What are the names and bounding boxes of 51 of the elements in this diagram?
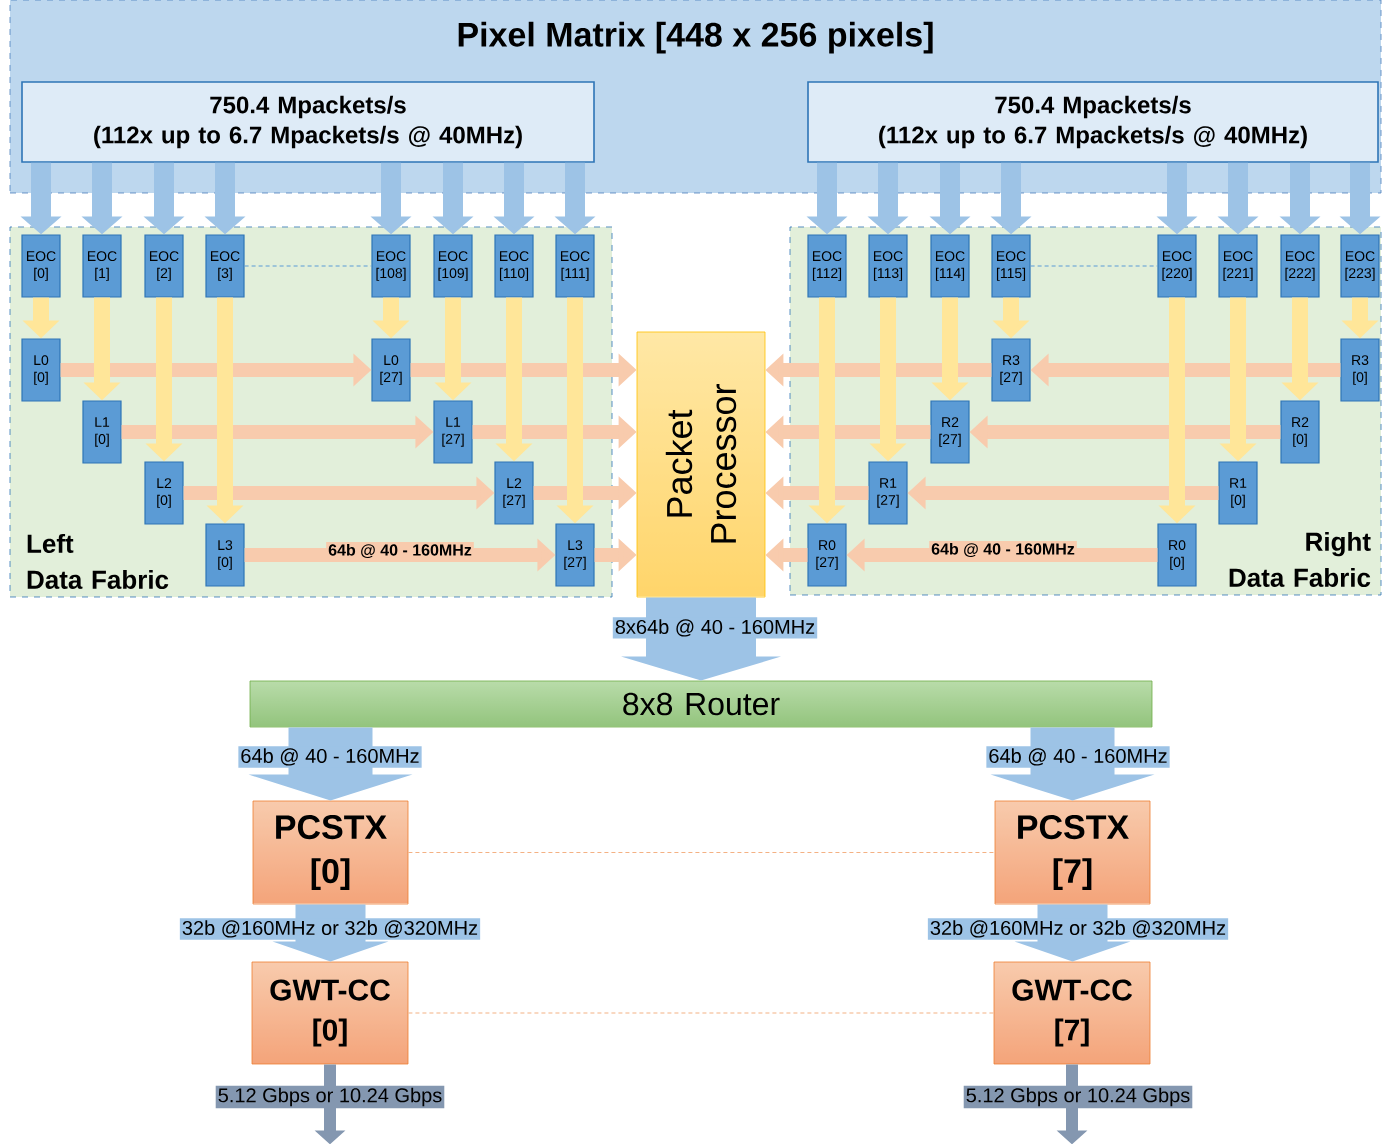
edge-label: 32b @160MHz or 32b @320MHz bbox=[179, 918, 481, 940]
block-box: EOC [223] bbox=[1340, 234, 1380, 298]
block-box: EOC [112] bbox=[807, 234, 847, 298]
block-box: R0 [0] bbox=[1157, 523, 1197, 587]
block-box: L3 [0] bbox=[205, 523, 245, 587]
serializer-box: GWT-CC [0] bbox=[251, 961, 409, 1065]
transmitter-box: PCSTX [0] bbox=[252, 800, 409, 905]
dashed-line bbox=[407, 852, 996, 853]
block-box: R3 [0] bbox=[1340, 338, 1380, 402]
block-box: EOC [1] bbox=[82, 234, 122, 298]
transmitter-box: PCSTX [7] bbox=[994, 800, 1151, 905]
block-box: EOC [222] bbox=[1280, 234, 1320, 298]
dashed-line bbox=[244, 265, 372, 267]
block-box: EOC [2] bbox=[144, 234, 184, 298]
processor-box: Packet Processor bbox=[636, 331, 766, 598]
block-box: EOC [110] bbox=[494, 234, 534, 298]
block-box: EOC [115] bbox=[991, 234, 1031, 298]
block-box: EOC [108] bbox=[371, 234, 411, 298]
edge-label: 8x64b @ 40 - 160MHz bbox=[612, 617, 818, 639]
block-box: EOC [109] bbox=[433, 234, 473, 298]
block-box: L1 [0] bbox=[82, 400, 122, 464]
block-box: L2 [0] bbox=[144, 461, 184, 525]
edge-label: 64b @ 40 - 160MHz bbox=[986, 746, 1170, 768]
block-box: L3 [27] bbox=[555, 523, 595, 587]
block-box: EOC [221] bbox=[1218, 234, 1258, 298]
dashed-line bbox=[407, 1012, 995, 1014]
block-box: EOC [114] bbox=[930, 234, 970, 298]
block-box: R0 [27] bbox=[807, 523, 847, 587]
edge-label: 32b @160MHz or 32b @320MHz bbox=[927, 918, 1229, 940]
block-box: L0 [0] bbox=[21, 338, 61, 402]
edge-label: 5.12 Gbps or 10.24 Gbps bbox=[963, 1085, 1193, 1109]
block-box: R1 [27] bbox=[868, 461, 908, 525]
router-bar: 8x8 Router bbox=[249, 680, 1153, 728]
block-box: R3 [27] bbox=[991, 338, 1031, 402]
rate-box: 750.4 Mpackets/s (112x up to 6.7 Mpackets/s @ 40MHz) bbox=[21, 81, 595, 163]
serializer-box: GWT-CC [7] bbox=[993, 961, 1151, 1065]
edge-label: 64b @ 40 - 160MHz bbox=[238, 746, 422, 768]
block-box: EOC [3] bbox=[205, 234, 245, 298]
block-box: L1 [27] bbox=[433, 400, 473, 464]
block-box: EOC [220] bbox=[1157, 234, 1197, 298]
edge-label: 5.12 Gbps or 10.24 Gbps bbox=[215, 1085, 445, 1109]
dashed-line bbox=[1030, 265, 1158, 267]
block-box: R1 [0] bbox=[1218, 461, 1258, 525]
block-box: EOC [0] bbox=[21, 234, 61, 298]
block-box: EOC [111] bbox=[555, 234, 595, 298]
block-box: L0 [27] bbox=[371, 338, 411, 402]
block-box: L2 [27] bbox=[494, 461, 534, 525]
rate-box: 750.4 Mpackets/s (112x up to 6.7 Mpackets/s @ 40MHz) bbox=[807, 81, 1379, 163]
block-box: R2 [0] bbox=[1280, 400, 1320, 464]
block-box: EOC [113] bbox=[868, 234, 908, 298]
block-box: R2 [27] bbox=[930, 400, 970, 464]
